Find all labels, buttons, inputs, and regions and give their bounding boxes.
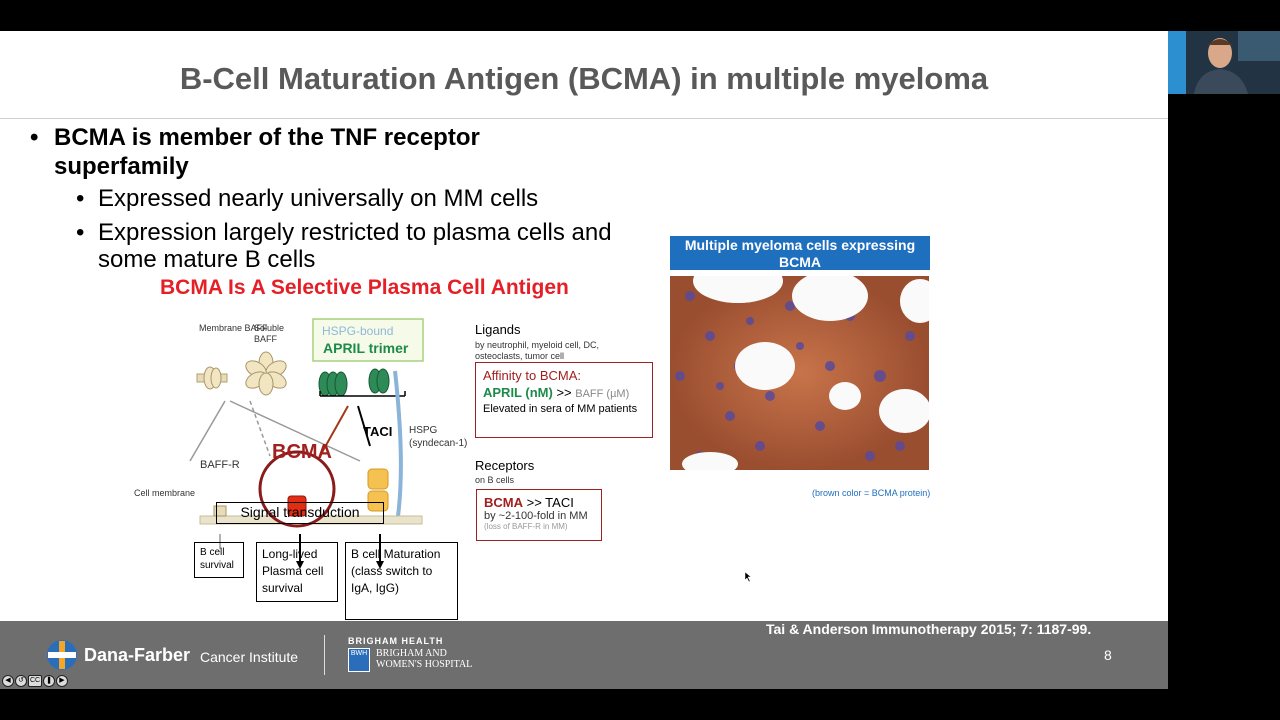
signal-transduction-box: Signal transduction [216, 502, 384, 524]
outcome-plasma-cell-survival: Long-lived Plasma cell survival [256, 542, 338, 602]
rec-bcma: BCMA [484, 495, 523, 510]
affinity-title: Affinity to BCMA: [483, 368, 582, 383]
bullet-dot: • [30, 124, 39, 151]
affinity-gt: >> [556, 385, 572, 400]
affinity-box: Affinity to BCMA: APRIL (nM) >> BAFF (µM… [475, 362, 653, 438]
hspg-bound-label: HSPG-bound [322, 324, 394, 338]
affinity-baff: BAFF (µM) [575, 388, 630, 400]
page-number: 8 [1104, 647, 1112, 663]
membrane-baff-label: Membrane BAFF [199, 323, 268, 333]
histology-illustration [670, 276, 929, 470]
diagram-subtitle: BCMA Is A Selective Plasma Cell Antigen [160, 276, 569, 299]
webcam-video-thumbnail[interactable] [1168, 31, 1280, 94]
rec-note: (loss of BAFF-R in MM) [484, 522, 568, 531]
presenter-video-image [1168, 31, 1280, 94]
slide: B-Cell Maturation Antigen (BCMA) in mult… [0, 31, 1168, 689]
bwh-line1: BRIGHAM AND [376, 648, 447, 659]
ligands-source: by neutrophil, myeloid cell, DC, osteocl… [475, 340, 600, 361]
bcma-label: BCMA [272, 441, 332, 463]
title-divider [0, 118, 1168, 119]
pause-icon[interactable]: ❚ [43, 675, 55, 687]
affinity-note: Elevated in sera of MM patients [483, 403, 638, 415]
outcome-b-cell-maturation: B cell Maturation (class switch to IgA, … [345, 542, 458, 620]
affinity-april: APRIL (nM) [483, 385, 553, 400]
previous-icon[interactable]: ◀ [2, 675, 14, 687]
taci-label: TACI [363, 424, 393, 439]
slide-footer [0, 621, 1168, 689]
mouse-cursor-icon [745, 572, 752, 582]
back-icon[interactable]: ↺ [15, 675, 27, 687]
bwh-line2: WOMEN'S HOSPITAL [376, 659, 473, 670]
cell-membrane-label: Cell membrane [134, 488, 196, 498]
closed-captions-button[interactable]: CC [28, 675, 42, 687]
bullet-dot: • [76, 185, 85, 212]
hspg-label: HSPG (syndecan-1) [409, 425, 468, 449]
image-caption: (brown color = BCMA protein) [812, 488, 931, 498]
soluble-baff-label: Soluble BAFF [254, 323, 285, 344]
rec-taci: >> TACI [526, 495, 574, 510]
citation: Tai & Anderson Immunotherapy 2015; 7: 11… [766, 621, 1092, 637]
dana-farber-name: Dana-Farber [84, 645, 191, 665]
april-trimer-label: APRIL trimer [323, 340, 409, 356]
april-trimer-shapes [318, 368, 390, 397]
soluble-baff-shape [245, 351, 287, 396]
bwh-shield-icon: BWH [348, 648, 370, 672]
brigham-health-text: BRIGHAM HEALTH [348, 636, 444, 646]
bwh-badge-text: BWH [350, 650, 368, 657]
bcma-pathway-diagram [189, 318, 424, 569]
rec-fold: by ~2-100-fold in MM [484, 510, 588, 522]
receptors-heading: Receptors [475, 458, 535, 473]
ligands-heading: Ligands [475, 322, 521, 337]
player-controls: ◀↺CC❚▶ [2, 675, 69, 687]
footer-separator [324, 635, 325, 675]
membrane-baff-shape [196, 366, 228, 390]
cancer-institute-text: Cancer Institute [200, 649, 299, 665]
slide-title: B-Cell Maturation Antigen (BCMA) in mult… [179, 61, 989, 96]
image-panel-title: Multiple myeloma cells expressing BCMA [670, 236, 930, 270]
bwh-name: BRIGHAM AND WOMEN'S HOSPITAL [376, 648, 472, 670]
hspg-bound-box [312, 318, 424, 362]
dana-farber-logo-icon [47, 640, 77, 670]
histology-image [670, 276, 929, 470]
outcome-b-cell-survival: B cell survival [194, 542, 244, 578]
bcma-circle [258, 450, 336, 528]
bullet-dot: • [76, 219, 85, 246]
receptors-box: BCMA >> TACI by ~2-100-fold in MM (loss … [476, 489, 602, 541]
next-icon[interactable]: ▶ [56, 675, 68, 687]
baff-r-label: BAFF-R [200, 459, 240, 471]
bullet-text: Expressed nearly universally on MM cells [98, 185, 539, 212]
bullet-text: Expression largely restricted to plasma … [98, 219, 612, 273]
image-panel-title-text: Multiple myeloma cells expressing BCMA [684, 237, 916, 270]
receptors-source: on B cells [475, 475, 515, 485]
bullet-text: BCMA is member of the TNF receptor super… [54, 124, 480, 180]
